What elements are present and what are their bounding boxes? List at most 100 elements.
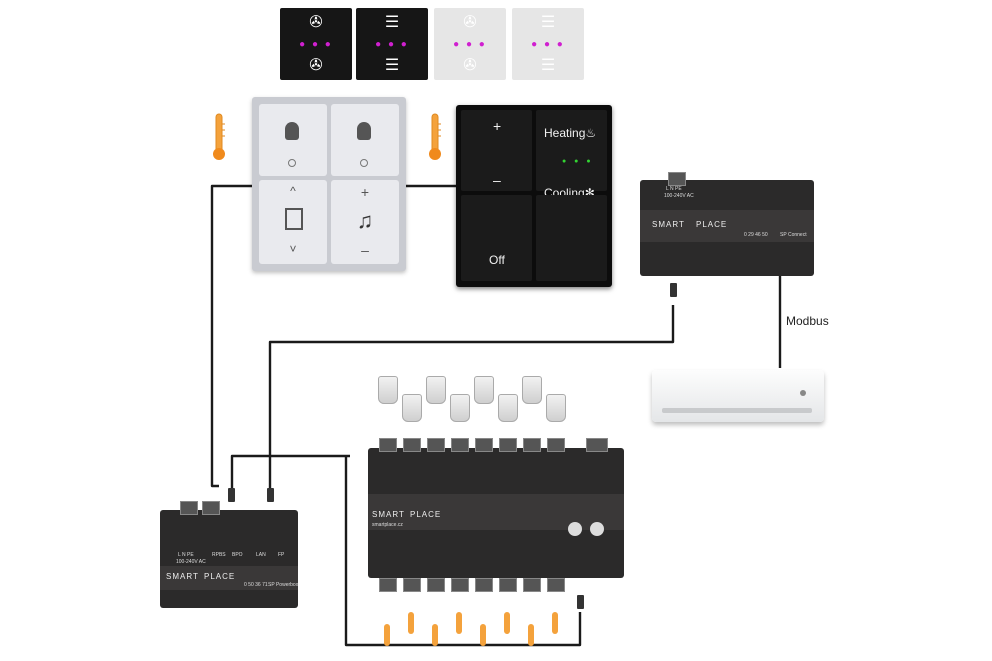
bus-terminal	[586, 438, 608, 452]
blind-icon: ☰	[540, 14, 556, 31]
input-terminal	[475, 578, 493, 592]
dimmer-icon	[546, 394, 566, 422]
thermometer-icon	[429, 113, 441, 160]
wire-controller-to-relay	[230, 454, 350, 488]
thermometer-icon	[408, 612, 414, 634]
minus-label: –	[493, 172, 501, 188]
blind-icon	[285, 208, 303, 230]
input-terminal	[499, 578, 517, 592]
output-terminal	[523, 438, 541, 452]
input-terminal	[451, 578, 469, 592]
wire-gateway-to-controller	[268, 305, 675, 488]
thermometer-icon	[384, 624, 390, 646]
thermometer-icon	[456, 612, 462, 634]
dimmer-icon	[450, 394, 470, 422]
output-terminal	[499, 438, 517, 452]
thermometer-icon	[528, 624, 534, 646]
blind-keypad-preview-light: ☰ ● ● ● ☰	[512, 8, 584, 80]
off-label: Off	[489, 253, 505, 267]
control-knob[interactable]	[568, 522, 582, 536]
fan-icon: ✇	[463, 14, 477, 31]
sp-connect-module: L N PE 100-240V AC SMART PLACE 0 29 46 5…	[640, 172, 814, 276]
blind-button[interactable]: ^ ˅	[259, 180, 327, 264]
module-code: 0 50 36 71	[244, 582, 268, 588]
bus-terminal	[202, 501, 220, 515]
input-terminal	[403, 578, 421, 592]
blind-icon: ☰	[384, 57, 400, 74]
output-terminal	[403, 438, 421, 452]
thermometer-icon	[552, 612, 558, 634]
down-label: ˅	[289, 242, 297, 256]
thermometer-icon	[504, 612, 510, 634]
rj45-plug	[228, 488, 235, 502]
dimmer-icon	[522, 376, 542, 404]
voltage-label: 100-240V AC	[176, 559, 206, 565]
module-code: 0 29 46 50	[744, 232, 768, 238]
power-label: L N PE	[666, 186, 682, 192]
modbus-label: Modbus	[786, 314, 829, 328]
port-label-rpbs: RPBS	[212, 552, 226, 558]
port-label-lan: LAN	[256, 552, 266, 558]
output-terminal	[427, 438, 445, 452]
port-label-fp: FP	[278, 552, 285, 558]
bulb-icon	[357, 122, 371, 140]
dimmer-icon	[402, 394, 422, 422]
module-name: SP Powerbox	[268, 582, 299, 588]
led-indicator: ● ● ●	[375, 39, 409, 50]
off-button[interactable]: Off	[461, 195, 532, 281]
blank-button[interactable]	[536, 195, 607, 281]
light-button-1[interactable]	[259, 104, 327, 176]
music-icon: ♫	[356, 208, 374, 233]
up-label: ^	[290, 184, 296, 198]
led-indicator: ● ● ●	[453, 39, 487, 50]
music-button[interactable]: + ♫ –	[331, 180, 399, 264]
module-site: smartplace.cz	[372, 522, 403, 528]
brand-suffix: PLACE	[204, 572, 236, 581]
blind-icon: ☰	[384, 14, 400, 31]
power-terminal	[668, 172, 686, 186]
power-terminal	[180, 501, 198, 515]
thermometer-icon	[432, 624, 438, 646]
wire-keypad-to-controller	[210, 184, 252, 488]
dimmer-icon	[426, 376, 446, 404]
input-terminal	[547, 578, 565, 592]
minus-label: –	[361, 242, 369, 258]
black-thermostat-keypad: + – Heating♨ ● ● ● Cooling✻ Off	[456, 105, 612, 287]
dimmer-icon	[474, 376, 494, 404]
rj45-plug	[267, 488, 274, 502]
fan-keypad-preview-light: ✇ ● ● ● ✇	[434, 8, 506, 80]
heating-label: Heating♨	[544, 126, 597, 140]
output-terminal	[475, 438, 493, 452]
thermometer-icon	[480, 624, 486, 646]
plus-label: +	[493, 118, 502, 134]
input-terminal	[427, 578, 445, 592]
fan-icon: ✇	[309, 14, 323, 31]
power-label: L N PE	[178, 552, 194, 558]
dimmer-icon	[378, 376, 398, 404]
mode-button[interactable]: Heating♨ ● ● ● Cooling✻	[536, 110, 607, 200]
rj45-plug	[577, 595, 584, 609]
plus-label: +	[360, 184, 370, 200]
fan-icon: ✇	[309, 57, 323, 74]
voltage-label: 100-240V AC	[664, 193, 694, 199]
led-indicator: ● ● ●	[299, 39, 333, 50]
control-knob[interactable]	[590, 522, 604, 536]
white-keypad: ^ ˅ + ♫ –	[252, 97, 406, 271]
led-indicator: ● ● ●	[531, 39, 565, 50]
blind-keypad-preview: ☰ ● ● ● ☰	[356, 8, 428, 80]
temp-adjust-button[interactable]: + –	[461, 110, 532, 191]
fan-keypad-preview: ✇ ● ● ● ✇	[280, 8, 352, 80]
rj45-plug	[670, 283, 677, 297]
ac-unit-icon	[652, 370, 824, 422]
module-name: SP Connect	[780, 232, 807, 238]
brand-suffix: PLACE	[410, 510, 442, 519]
led-indicator: ● ● ●	[562, 158, 594, 165]
brand-logo: SMART	[166, 572, 199, 581]
light-button-2[interactable]	[331, 104, 399, 176]
input-terminal	[523, 578, 541, 592]
bulb-icon	[285, 122, 299, 140]
output-terminal	[547, 438, 565, 452]
dimmer-icon	[498, 394, 518, 422]
wire-relay-bus	[344, 456, 582, 647]
